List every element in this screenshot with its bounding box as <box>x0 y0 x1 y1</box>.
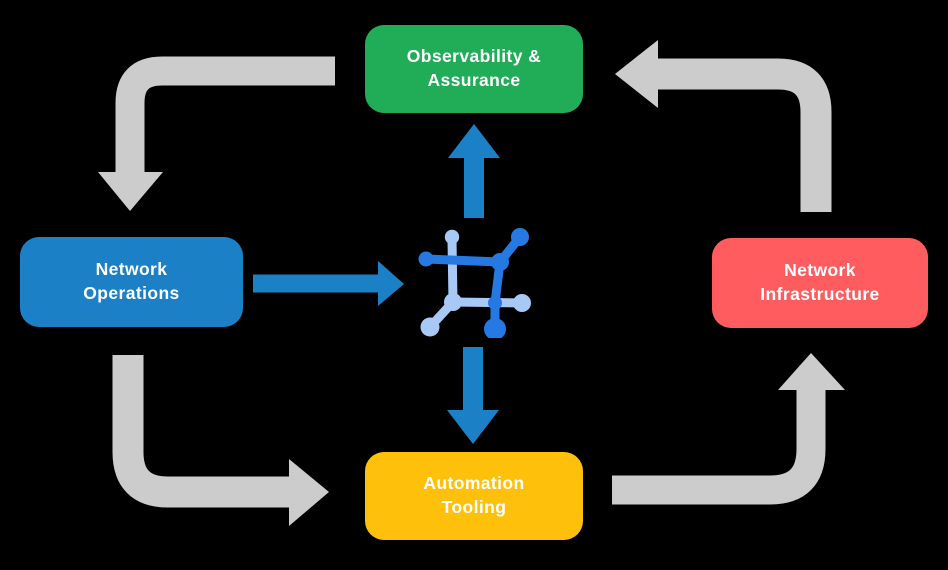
node-automation-label: Automation Tooling <box>423 472 524 519</box>
arrow-automation-to-infrastructure <box>612 353 845 505</box>
node-operations-label-line2: Operations <box>83 283 180 303</box>
node-network-operations: Network Operations <box>20 237 243 327</box>
node-observability-label-line2: Assurance <box>427 70 521 90</box>
network-automation-platform-icon <box>418 228 531 338</box>
node-infrastructure-label-line2: Infrastructure <box>760 284 880 304</box>
node-automation-label-line1: Automation <box>423 473 525 494</box>
arrow-platform-to-automation <box>447 347 499 444</box>
icon-dark-nodes <box>418 228 529 338</box>
node-network-infrastructure: Network Infrastructure <box>712 238 928 328</box>
arrow-infrastructure-to-observability <box>615 40 832 212</box>
icon-light-links <box>448 297 527 308</box>
arrow-observability-to-operations <box>98 56 335 211</box>
icon-dark-links <box>421 254 505 267</box>
arrow-operations-to-platform <box>253 261 404 306</box>
node-automation-tooling: Automation Tooling <box>365 452 583 540</box>
node-observability-label-line1: Observability & <box>406 46 542 67</box>
node-operations-label: Network Operations <box>83 258 179 305</box>
node-observability-assurance: Observability & Assurance <box>365 25 583 113</box>
node-infrastructure-label-line1: Network <box>784 260 856 281</box>
arrow-platform-to-observability <box>448 124 500 218</box>
node-automation-label-line2: Tooling <box>441 497 507 517</box>
node-infrastructure-label: Network Infrastructure <box>760 259 879 306</box>
node-observability-label: Observability & Assurance <box>407 45 541 92</box>
node-operations-label-line1: Network <box>95 259 168 280</box>
icon-light-nodes <box>420 229 531 337</box>
arrow-operations-to-automation <box>112 355 329 526</box>
icon-light-links <box>447 234 458 307</box>
